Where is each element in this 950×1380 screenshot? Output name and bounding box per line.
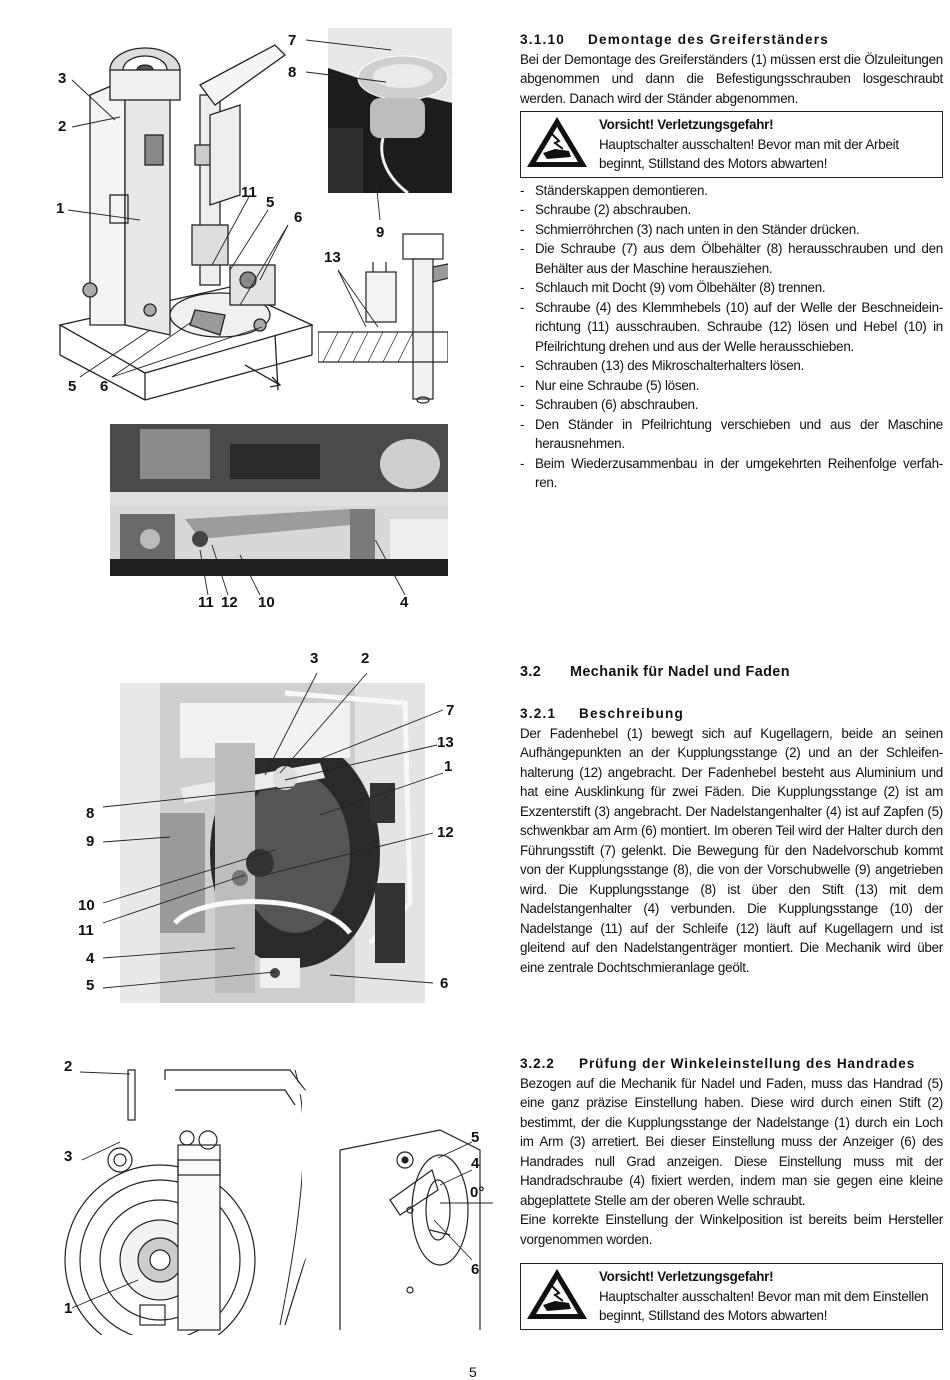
photo-klemmhebel [110, 424, 448, 576]
fig1-label-6: 6 [294, 209, 303, 226]
fig1-label-5: 5 [266, 194, 275, 211]
fig1-label-1: 1 [56, 200, 65, 217]
figure-greiferstaender-drawing [58, 44, 314, 401]
list-item: Den Ständer in Pfeilrichtung verschieben… [520, 415, 943, 454]
page-number: 5 [469, 1364, 477, 1380]
fig2-label-12: 12 [221, 594, 238, 611]
fig1-label-2: 2 [58, 118, 67, 135]
section-title: Prüfung der Winkeleinstellung des Handra… [579, 1056, 916, 1071]
section-number: 3.1.10 [520, 32, 565, 47]
section-3-2-2-heading: 3.2.2 Prüfung der Winkeleinstellung des H… [520, 1054, 943, 1074]
section-3-2-2-body1: Bezogen auf die Mechanik für Nadel und F… [520, 1075, 943, 1208]
list-item: Ständerskappen demontieren. [520, 181, 943, 201]
fig1-label-6b: 6 [100, 378, 109, 395]
fig3-label-9: 9 [86, 833, 95, 850]
section-title: Beschreibung [579, 706, 685, 721]
fig4-label-3: 3 [64, 1148, 73, 1165]
warning-hand-icon [527, 1269, 587, 1319]
fig4-label-4: 4 [471, 1155, 480, 1172]
fig4-label-5: 5 [471, 1129, 480, 1146]
list-item: Schraube (4) des Klemmhebels (10) auf de… [520, 298, 943, 357]
fig3-label-11: 11 [78, 922, 94, 939]
fig2-leader-lines [199, 540, 406, 596]
list-item: Schlauch mit Docht (9) vom Ölbehälter (8… [520, 278, 943, 298]
fig1-label-9: 9 [376, 224, 385, 241]
photo-oelbehaelter [328, 28, 452, 193]
warning-text: Hauptschalter ausschalten! Bevor man mit… [599, 136, 899, 172]
list-item: Schmierröhrchen (3) nach unten in den St… [520, 220, 943, 240]
warning-hand-icon [527, 117, 587, 167]
fig3-label-4: 4 [86, 950, 95, 967]
fig3-label-5: 5 [86, 977, 95, 994]
fig4-label-0deg: 0° [470, 1184, 485, 1201]
section-3-2: 3.2 Mechanik für Nadel und Faden [520, 663, 943, 683]
section-number: 3.2.1 [520, 706, 557, 721]
figure-handrad-drawing [64, 1069, 493, 1335]
fig3-label-13: 13 [437, 734, 454, 751]
fig1-label-3: 3 [58, 70, 67, 87]
fig1-label-11: 11 [241, 184, 257, 201]
list-item: Beim Wiederzusammenbau in der umgekehrte… [520, 454, 943, 493]
fig3-label-10: 10 [78, 897, 95, 914]
list-item: Die Schraube (7) aus dem Ölbehälter (8) … [520, 239, 943, 278]
fig2-label-4: 4 [400, 594, 409, 611]
fig1-label-13: 13 [324, 249, 341, 266]
fig3-label-12: 12 [437, 824, 454, 841]
steps-list: Ständerskappen demontieren. Schraube (2)… [520, 181, 943, 493]
fig3-label-7: 7 [446, 702, 455, 719]
section-3-2-2: 3.2.2 Prüfung der Winkeleinstellung des H… [520, 1054, 943, 1330]
fig1-label-5b: 5 [68, 378, 77, 395]
fig3-label-2: 2 [361, 650, 370, 667]
warning-text: Hauptschalter ausschalten! Bevor man mit… [599, 1288, 929, 1324]
fig2-label-11: 11 [198, 594, 214, 611]
fig3-leader-lines [102, 672, 444, 989]
warning-title: Vorsicht! Verletzungsgefahr! [599, 117, 774, 132]
section-3-1-10-heading: 3.1.10 Demontage des Greiferständers [520, 30, 943, 50]
section-number: 3.2 [520, 664, 542, 680]
figure-mikroschalter-drawing [318, 233, 448, 404]
section-3-2-1-body: Der Fadenhebel (1) bewegt sich auf Kugel… [520, 725, 943, 975]
fig3-label-8: 8 [86, 805, 95, 822]
list-item: Schrauben (13) des Mikroschalterhalters … [520, 356, 943, 376]
fig3-label-3: 3 [310, 650, 319, 667]
fig4-label-6: 6 [471, 1261, 480, 1278]
warning-box-2: Vorsicht! Verletzungsgefahr! Hauptschalt… [520, 1263, 943, 1330]
list-item: Schrauben (6) abschrauben. [520, 395, 943, 415]
fig2-label-10: 10 [258, 594, 275, 611]
section-3-2-heading: 3.2 Mechanik für Nadel und Faden [520, 663, 943, 683]
fig4-label-2: 2 [64, 1058, 73, 1075]
section-3-2-1: 3.2.1 Beschreibung Der Fadenhebel (1) bew… [520, 704, 943, 977]
warning-box-1: Vorsicht! Verletzungsgefahr! Hauptschalt… [520, 111, 943, 178]
section-title: Mechanik für Nadel und Faden [570, 664, 790, 680]
fig3-label-1: 1 [444, 758, 453, 775]
section-number: 3.2.2 [520, 1056, 555, 1071]
warning-title: Vorsicht! Verletzungsgefahr! [599, 1269, 774, 1284]
fig3-label-6: 6 [440, 975, 449, 992]
section-3-1-10-intro: Bei der Demontage des Greiferständers (1… [520, 51, 943, 106]
section-3-2-2-body2: Eine korrekte Einstellung der Winkelposi… [520, 1212, 943, 1247]
section-title: Demontage des Greiferständers [588, 32, 830, 47]
photo-leader-lines [305, 39, 392, 220]
list-item: Nur eine Schraube (5) lösen. [520, 376, 943, 396]
section-3-2-1-heading: 3.2.1 Beschreibung [520, 704, 943, 724]
section-3-1-10: 3.1.10 Demontage des Greiferständers Bei … [520, 30, 943, 493]
fig1-label-8: 8 [288, 64, 297, 81]
fig1-label-7: 7 [288, 32, 297, 49]
photo-nadel-faden-mechanik [120, 683, 425, 1003]
fig4-label-1: 1 [64, 1300, 73, 1317]
list-item: Schraube (2) abschrauben. [520, 200, 943, 220]
